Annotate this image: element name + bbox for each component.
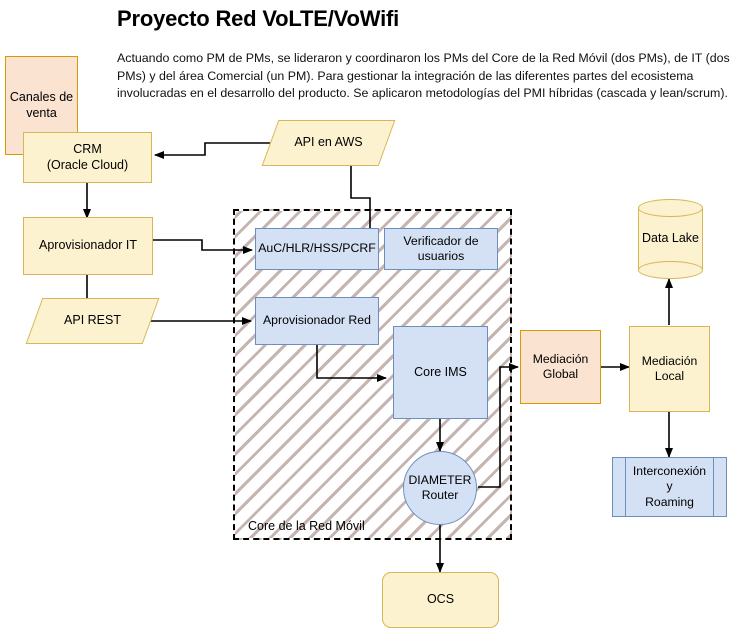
process-bar-right (713, 458, 714, 516)
node-aprovisionador-it-label: Aprovisionador IT (39, 238, 137, 253)
edge-api-aws-to-crm (154, 142, 272, 159)
node-ocs[interactable]: OCS (382, 572, 499, 628)
node-diameter-router-label: DIAMETER Router (408, 472, 472, 502)
node-diameter-router[interactable]: DIAMETER Router (403, 451, 477, 525)
node-crm-label: CRM (Oracle Cloud) (46, 141, 129, 172)
page-title: Proyecto Red VoLTE/VoWifi (117, 6, 400, 31)
node-data-lake[interactable]: Data Lake (638, 199, 703, 279)
node-auc-hlr-hss-pcrf[interactable]: AuC/HLR/HSS/PCRF (255, 228, 379, 270)
data-lake-body (638, 208, 703, 270)
node-core-ims[interactable]: Core IMS (393, 326, 488, 419)
node-mediacion-global-label: Mediación Global (532, 351, 589, 381)
node-core-ims-label: Core IMS (414, 364, 467, 379)
node-aprovisionador-it[interactable]: Aprovisionador IT (23, 217, 153, 275)
node-auc-hlr-hss-pcrf-label: AuC/HLR/HSS/PCRF (258, 241, 376, 256)
node-verificador-usuarios-label: Verificador de usuarios (403, 233, 479, 263)
node-mediacion-local[interactable]: Mediación Local (629, 326, 710, 412)
node-api-en-aws[interactable]: API en AWS (261, 120, 396, 166)
node-interconexion-roaming-label: Interconexión y Roaming (632, 464, 707, 509)
data-lake-bottom (638, 261, 703, 279)
data-lake-top (638, 199, 703, 217)
node-data-lake-label: Data Lake (642, 231, 699, 246)
node-interconexion-roaming[interactable]: Interconexión y Roaming (612, 457, 727, 517)
node-crm[interactable]: CRM (Oracle Cloud) (23, 132, 152, 183)
process-bar-left (625, 458, 626, 516)
group-core-red-movil-label: Core de la Red Móvil (248, 519, 365, 533)
node-verificador-usuarios[interactable]: Verificador de usuarios (384, 228, 498, 270)
node-mediacion-local-label: Mediación Local (641, 353, 698, 383)
node-api-en-aws-label: API en AWS (294, 135, 363, 150)
node-ocs-label: OCS (426, 592, 455, 607)
node-aprovisionador-red[interactable]: Aprovisionador Red (255, 297, 379, 345)
node-api-rest-label: API REST (64, 313, 121, 328)
node-mediacion-global[interactable]: Mediación Global (520, 330, 601, 404)
node-aprovisionador-red-label: Aprovisionador Red (262, 313, 371, 328)
node-api-rest[interactable]: API REST (25, 298, 160, 344)
node-canales-venta-label: Canales de venta (9, 89, 74, 120)
page-description: Actuando como PM de PMs, se lideraron y … (117, 51, 730, 101)
